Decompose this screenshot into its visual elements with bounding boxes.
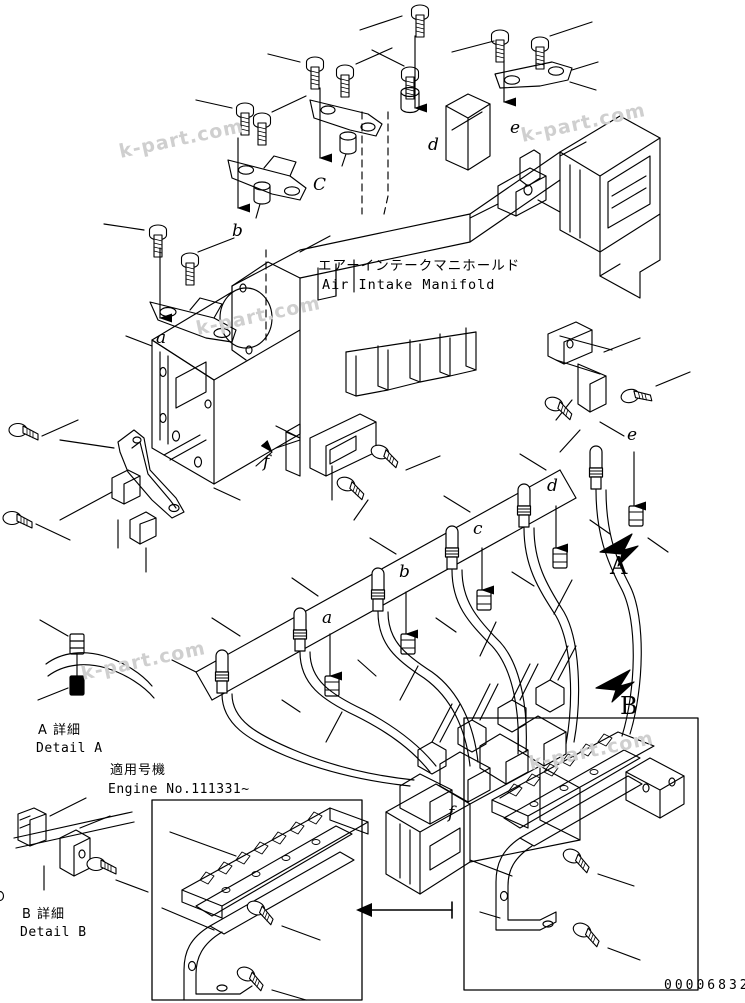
- applicability-label-english: Engine No.111331~: [108, 782, 250, 797]
- detail-a-label-english: Detail A: [36, 741, 103, 756]
- region-marker-a: A: [610, 552, 628, 580]
- main-label-japanese: エアーインテークマニホールド: [318, 258, 521, 274]
- callout-f-lower: f: [448, 803, 455, 823]
- callout-a-upper: a: [156, 328, 167, 348]
- callout-d-upper: d: [428, 135, 439, 155]
- region-marker-b: B: [620, 692, 638, 720]
- callout-f-middle: f: [263, 452, 270, 472]
- callout-e-upper: e: [510, 118, 521, 138]
- callout-e-lower: e: [627, 425, 638, 445]
- detail-b-label-japanese: B 詳細: [22, 907, 66, 922]
- callout-c-upper: C: [313, 175, 327, 195]
- callout-c-lower: c: [473, 519, 483, 539]
- callout-b-upper: b: [232, 221, 243, 241]
- detail-a-label-japanese: A 詳細: [38, 723, 82, 738]
- applicability-label-japanese: 適用号機: [110, 763, 167, 778]
- callout-d-lower: d: [547, 476, 558, 496]
- part-number: 00006832: [664, 978, 745, 993]
- detail-b-label-english: Detail B: [20, 925, 87, 940]
- callout-a-lower: a: [322, 608, 333, 628]
- callout-b-lower: b: [399, 562, 410, 582]
- main-label-english: Air Intake Manifold: [322, 277, 496, 293]
